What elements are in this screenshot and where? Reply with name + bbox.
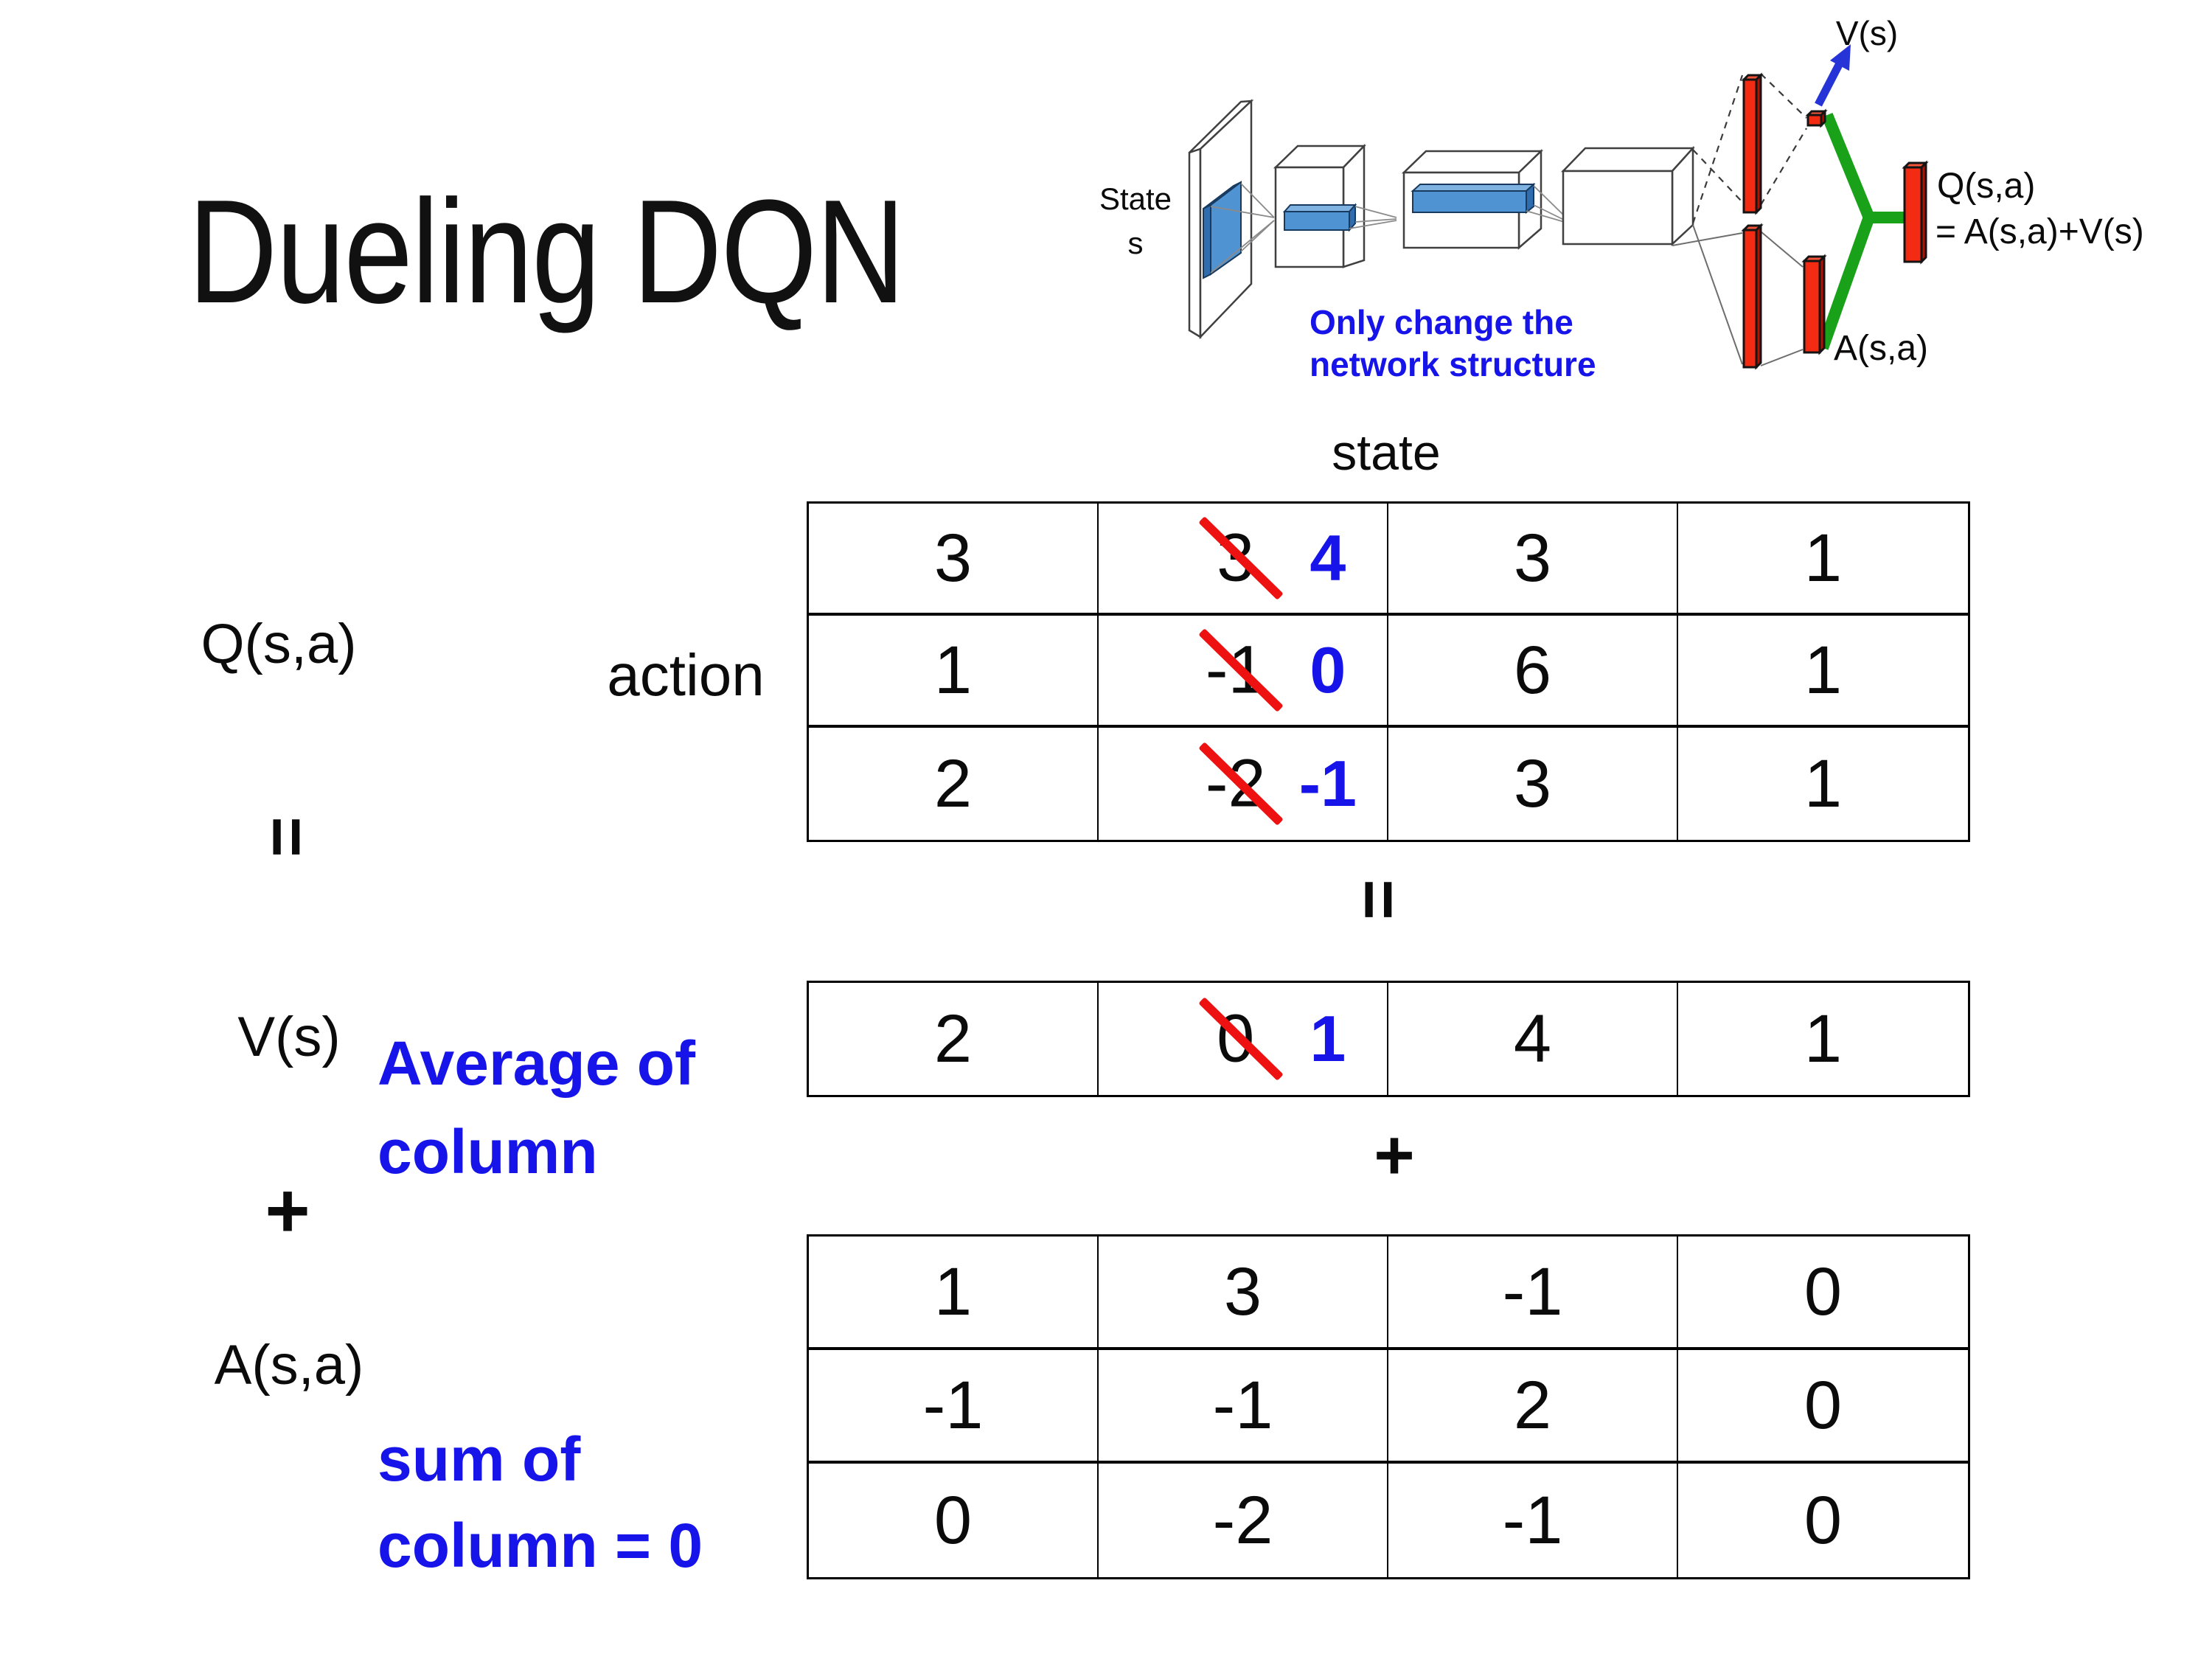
a-cell-2-3: 0: [1804, 1482, 1843, 1558]
v-table: 2 0 1 4 1: [807, 981, 1970, 1097]
page-title: Dueling DQN: [188, 170, 905, 334]
diagram-note-line2: network structure: [1310, 345, 1596, 383]
conv-cone-3: [1526, 185, 1568, 223]
diagram-q-label-line2: = A(s,a)+V(s): [1935, 212, 2144, 251]
v-new-value: 1: [1310, 1002, 1346, 1075]
feature-box-2: [1411, 182, 1536, 215]
conv-cone-2: [1349, 206, 1397, 229]
advantage-matrix-label: A(s,a): [214, 1333, 364, 1397]
a-cell-0-3: 0: [1678, 1237, 1968, 1350]
a-cell-0-1: 3: [1099, 1237, 1388, 1350]
plus-symbol-left: +: [265, 1168, 310, 1254]
a-table: 1 3 -1 0 -1 -1 2 0 0 -2 -1 0: [807, 1234, 1970, 1579]
a-cell-0-0: 1: [809, 1237, 1099, 1350]
v-cell-3: 1: [1804, 1001, 1843, 1077]
advantage-hidden-bar-icon: [1741, 223, 1764, 370]
a-cell-0-2: -1: [1388, 1237, 1678, 1350]
q-new-value: 4: [1310, 521, 1346, 594]
equals-symbol-left: =: [248, 816, 327, 858]
value-row-label: V(s): [237, 1005, 341, 1068]
advantage-output-bar-icon: [1801, 254, 1827, 355]
value-arrow-icon: [1815, 44, 1851, 107]
value-node-icon: [1805, 108, 1828, 128]
v-cell-1-crossed: 0 1: [1099, 983, 1388, 1095]
a-cell-1-0: -1: [809, 1350, 1099, 1464]
q-cell-1-1-crossed: -1 0: [1099, 616, 1388, 728]
q-cell-1-2: 6: [1388, 616, 1678, 728]
diagram-vs-label: V(s): [1835, 14, 1899, 52]
diagram-q-label-line1: Q(s,a): [1937, 166, 2036, 206]
q-table: 3 3 4 3 1 1 -1 0 6 1 2 -2 -1 3 1: [807, 501, 1970, 842]
q-cell-0-0: 3: [809, 504, 1099, 616]
q-new-value: 0: [1310, 633, 1346, 706]
sum-note-line1: sum of: [378, 1425, 581, 1494]
state-header: state: [1332, 425, 1441, 481]
value-hidden-bar-icon: [1741, 72, 1764, 215]
fc-box: [1561, 145, 1695, 246]
input-patch-icon: [1203, 180, 1242, 279]
q-cell-2-2: 3: [1388, 728, 1678, 840]
q-cell-0-1-crossed: 3 4: [1099, 504, 1388, 616]
plus-symbol-center: +: [1374, 1116, 1415, 1194]
conv-cone-1: [1210, 183, 1275, 274]
q-cell-2-1-crossed: -2 -1: [1099, 728, 1388, 840]
value-stream-connections: [1691, 73, 1807, 224]
q-new-value: -1: [1298, 747, 1357, 820]
v-cell-0: 2: [809, 983, 1099, 1095]
a-cell-2-0: 0: [809, 1464, 1099, 1577]
diagram-advantage-label: A(s,a): [1834, 328, 1929, 368]
a-cell-2-1: -2: [1099, 1464, 1388, 1577]
sum-note-line2: column = 0: [378, 1511, 703, 1580]
q-cell-2-0: 2: [809, 728, 1099, 840]
a-cell-1-1: -1: [1099, 1350, 1388, 1464]
q-cell-1-3: 1: [1678, 616, 1968, 728]
equals-symbol-center: =: [1340, 879, 1419, 920]
a-cell-2-2: -1: [1388, 1464, 1678, 1577]
dueling-network-diagram: [1188, 44, 1929, 370]
q-cell-0-3: 1: [1678, 504, 1968, 616]
advantage-stream-connections: [1672, 224, 1804, 366]
diagram-state-s-label: s: [1127, 226, 1144, 260]
action-label: action: [607, 642, 765, 708]
average-note-line1: Average of: [378, 1029, 696, 1098]
diagram-state-label: State: [1099, 181, 1172, 216]
v-cell-2: 4: [1388, 983, 1678, 1095]
a-cell-1-2: 2: [1388, 1350, 1678, 1464]
q-cell-2-3: 1: [1804, 745, 1843, 821]
feature-box-1: [1282, 203, 1357, 232]
diagram-note-line1: Only change the: [1310, 303, 1573, 341]
q-cell-1-0: 1: [809, 616, 1099, 728]
q-cell-0-2: 3: [1388, 504, 1678, 616]
a-cell-1-3: 0: [1678, 1350, 1968, 1464]
aggregator-icon: [1817, 112, 1905, 350]
average-note-line2: column: [378, 1117, 598, 1186]
q-output-bar-icon: [1902, 160, 1929, 265]
q-matrix-label: Q(s,a): [201, 612, 357, 675]
